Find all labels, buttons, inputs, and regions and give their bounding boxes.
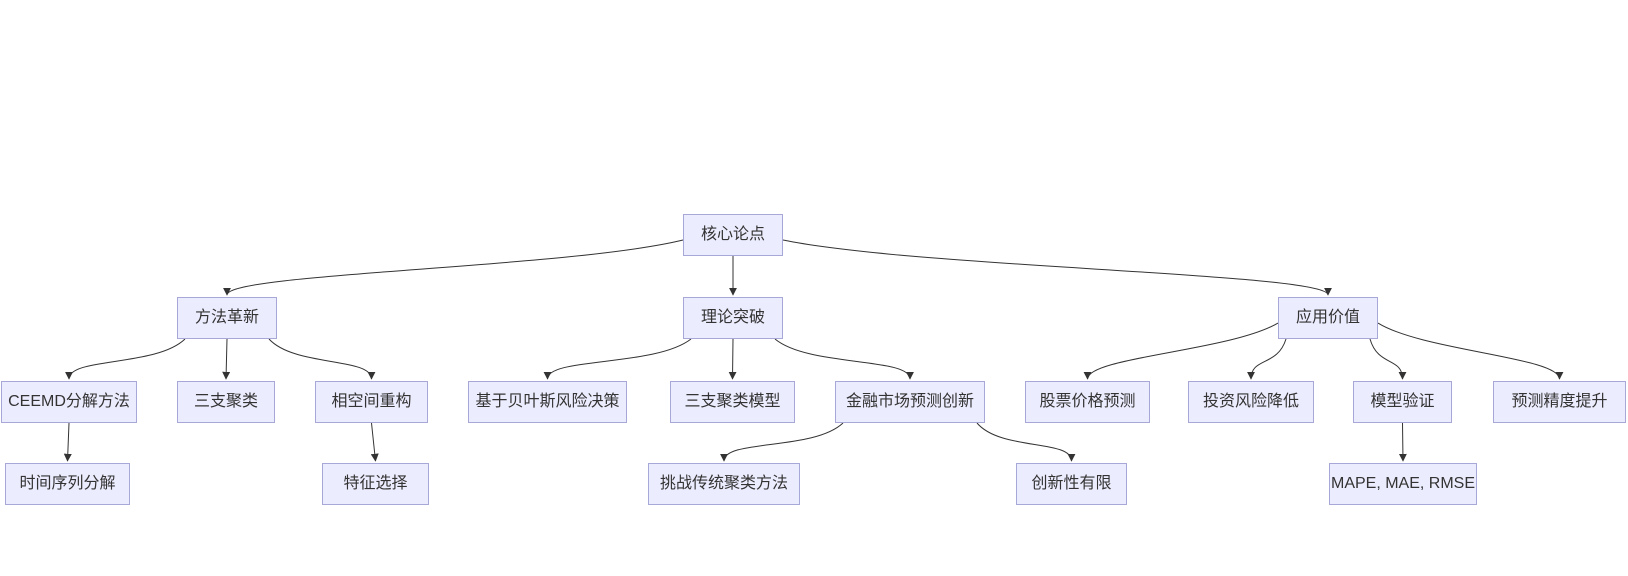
node-model_valid: 模型验证 [1353, 381, 1452, 423]
edge-theory-bayes [543, 338, 692, 380]
node-label: 特征选择 [343, 475, 408, 492]
node-finance: 金融市场预测创新 [835, 381, 985, 423]
node-mape: MAPE, MAE, RMSE [1329, 463, 1477, 505]
edge-core-value [782, 239, 1332, 296]
edge-model_valid-mape [1398, 422, 1407, 462]
edge-method-phase [268, 338, 376, 380]
node-label: 方法革新 [194, 309, 259, 326]
node-label: 核心论点 [700, 226, 765, 243]
node-value: 应用价值 [1278, 297, 1378, 339]
edge-ceemd-ts_decomp [63, 422, 72, 462]
node-theory: 理论突破 [683, 297, 783, 339]
node-label: 金融市场预测创新 [845, 393, 974, 410]
node-method: 方法革新 [177, 297, 277, 339]
node-label: 基于贝叶斯风险决策 [475, 393, 620, 410]
node-label: CEEMD分解方法 [8, 393, 130, 410]
node-limited: 创新性有限 [1016, 463, 1127, 505]
node-bayes: 基于贝叶斯风险决策 [468, 381, 627, 423]
edge-theory-three_model [728, 338, 737, 380]
edge-finance-challenge [720, 422, 844, 462]
node-label: 理论突破 [700, 309, 765, 326]
edge-value-precision [1377, 322, 1564, 380]
node-label: 预测精度提升 [1511, 393, 1608, 410]
node-risk: 投资风险降低 [1188, 381, 1314, 423]
node-label: 创新性有限 [1031, 475, 1112, 492]
edge-group [63, 239, 1564, 462]
node-three_cluster: 三支聚类 [177, 381, 275, 423]
node-ceemd: CEEMD分解方法 [1, 381, 137, 423]
node-label: 投资风险降低 [1202, 393, 1299, 410]
node-label: 时间序列分解 [19, 475, 116, 492]
edge-value-risk [1247, 338, 1287, 380]
node-label: 相空间重构 [331, 393, 412, 410]
node-label: 三支聚类模型 [684, 393, 781, 410]
node-precision: 预测精度提升 [1493, 381, 1626, 423]
node-label: 股票价格预测 [1039, 393, 1136, 410]
node-three_model: 三支聚类模型 [670, 381, 795, 423]
node-phase: 相空间重构 [315, 381, 428, 423]
edge-core-method [223, 239, 684, 296]
node-label: MAPE, MAE, RMSE [1330, 475, 1476, 492]
node-ts_decomp: 时间序列分解 [5, 463, 130, 505]
node-label: 应用价值 [1295, 309, 1360, 326]
edge-finance-limited [976, 422, 1076, 462]
edge-value-stock [1083, 322, 1279, 380]
edge-method-three_cluster [222, 338, 231, 380]
node-feature: 特征选择 [322, 463, 429, 505]
edge-phase-feature [370, 422, 379, 462]
node-core: 核心论点 [683, 214, 783, 256]
node-label: 模型验证 [1370, 393, 1435, 410]
node-challenge: 挑战传统聚类方法 [648, 463, 800, 505]
edge-method-ceemd [65, 338, 186, 380]
edge-value-model_valid [1369, 338, 1407, 380]
node-label: 三支聚类 [193, 393, 258, 410]
node-stock: 股票价格预测 [1025, 381, 1150, 423]
node-label: 挑战传统聚类方法 [659, 475, 788, 492]
edge-theory-finance [774, 338, 914, 380]
